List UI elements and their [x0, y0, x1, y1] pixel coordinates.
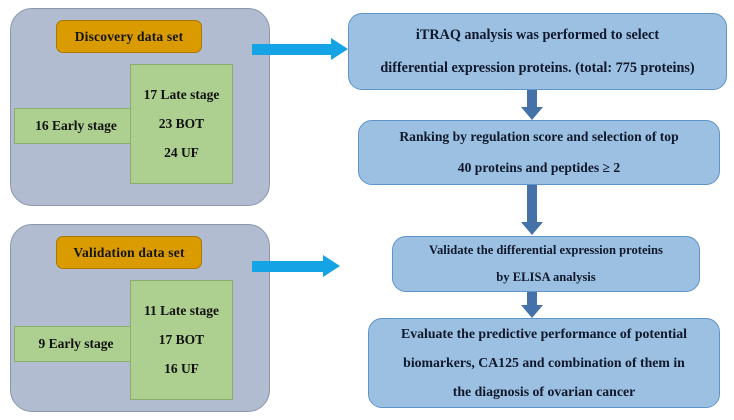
- arrow-shaft: [527, 185, 537, 223]
- arrow-head: [331, 38, 348, 60]
- process-line: iTRAQ analysis was performed to select: [415, 26, 660, 43]
- process-step-validate-elisa: Validate the differential expression pro…: [392, 236, 700, 292]
- cohort-title-discovery: Discovery data set: [56, 20, 202, 53]
- arrow-head: [323, 255, 340, 277]
- cohort-group-item: 17 BOT: [158, 332, 205, 347]
- cohort-group-item: 24 UF: [164, 145, 199, 160]
- arrow-head: [521, 107, 543, 120]
- process-line: Validate the differential expression pro…: [429, 243, 663, 258]
- arrow-shaft: [527, 90, 537, 109]
- cohort-group-item: 23 BOT: [158, 116, 205, 131]
- process-line: Evaluate the predictive performance of p…: [401, 326, 687, 342]
- process-step-itraq: iTRAQ analysis was performed to select d…: [348, 13, 727, 90]
- cohort-group-item: 11 Late stage: [144, 303, 219, 318]
- process-step-ranking: Ranking by regulation score and selectio…: [358, 120, 720, 185]
- cohort-groups-discovery: 17 Late stage 23 BOT 24 UF: [130, 64, 233, 184]
- process-line: Ranking by regulation score and selectio…: [399, 129, 679, 145]
- cohort-group-item: 16 UF: [164, 361, 199, 376]
- cohort-early-stage-discovery: 16 Early stage: [14, 108, 138, 144]
- cohort-group-item: 17 Late stage: [143, 87, 220, 102]
- arrow-shaft: [252, 261, 323, 272]
- cohort-early-stage-validation: 9 Early stage: [14, 326, 138, 362]
- process-line: 40 proteins and peptides ≥ 2: [457, 160, 621, 175]
- process-line: differential expression proteins. (total…: [380, 60, 695, 76]
- process-line: the diagnosis of ovarian cancer: [452, 383, 636, 399]
- process-line: biomarkers, CA125 and combination of the…: [403, 355, 685, 371]
- arrow-shaft: [527, 292, 537, 307]
- cohort-groups-validation: 11 Late stage 17 BOT 16 UF: [130, 280, 233, 400]
- arrow-head: [521, 222, 543, 235]
- arrow-head: [521, 305, 543, 318]
- process-line: by ELISA analysis: [496, 270, 596, 284]
- process-step-evaluate: Evaluate the predictive performance of p…: [368, 318, 720, 408]
- cohort-title-validation: Validation data set: [56, 236, 202, 269]
- arrow-shaft: [252, 44, 331, 55]
